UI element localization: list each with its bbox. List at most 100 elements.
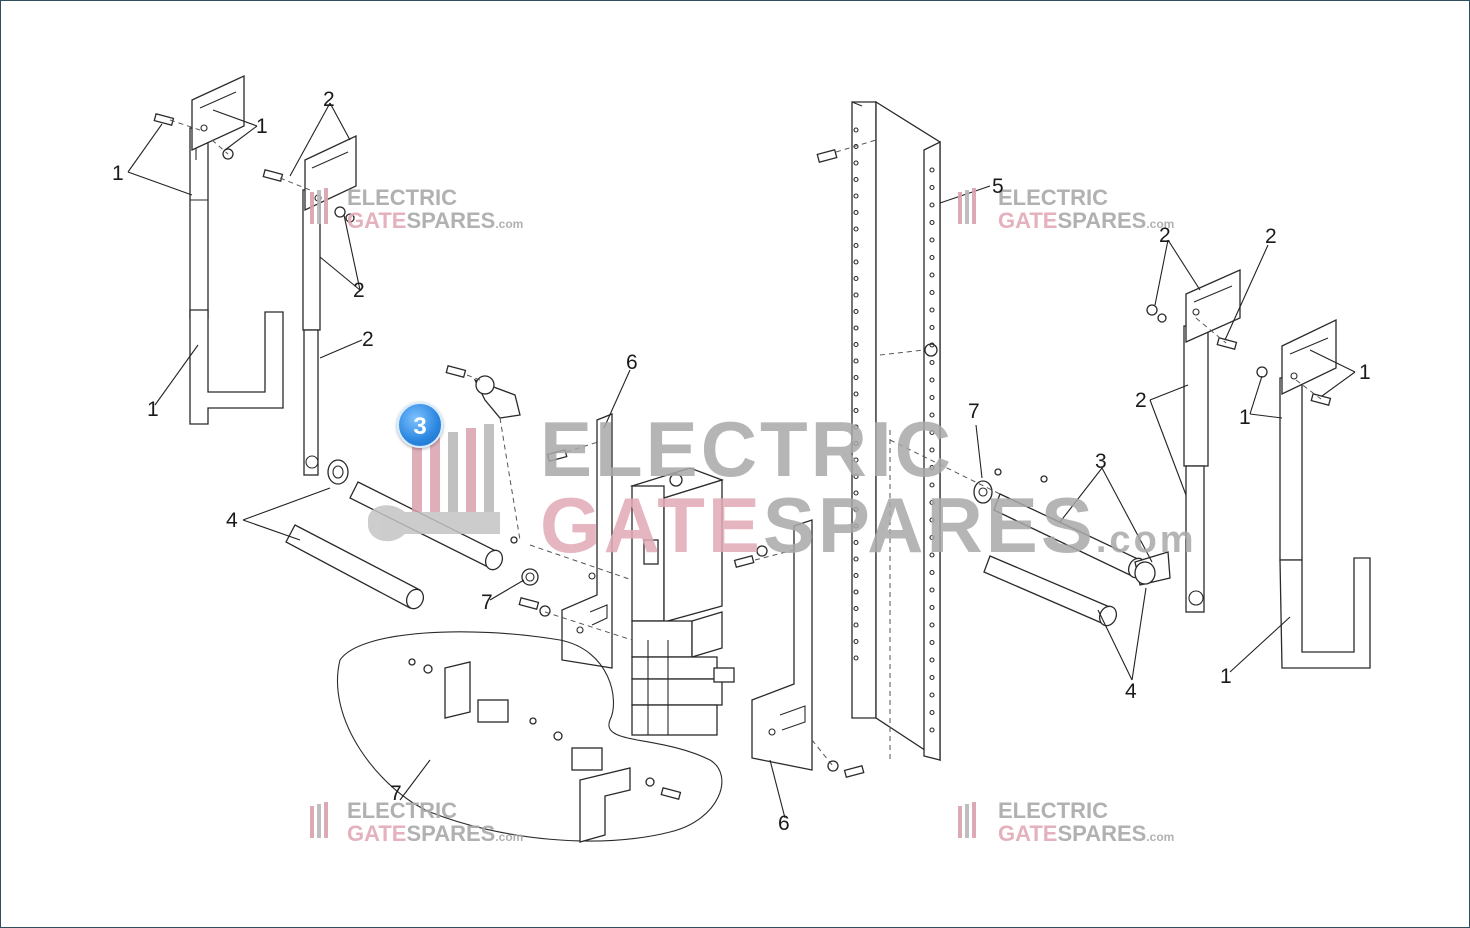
post-hole bbox=[853, 374, 859, 381]
post-hole bbox=[929, 569, 935, 576]
post-hole bbox=[929, 622, 935, 628]
svg-text:ELECTRIC: ELECTRIC bbox=[347, 185, 457, 210]
post-hole bbox=[929, 307, 935, 313]
post-hole bbox=[853, 259, 859, 265]
callout-label: 6 bbox=[626, 351, 638, 374]
post-hole bbox=[853, 391, 859, 397]
post-hole bbox=[853, 655, 859, 661]
post-hole bbox=[853, 242, 859, 249]
post-hole bbox=[929, 657, 935, 663]
callout-label: 1 bbox=[147, 398, 159, 421]
post-hole bbox=[929, 412, 935, 418]
right-inner-arm bbox=[1146, 268, 1241, 613]
left-outer-arm bbox=[189, 74, 284, 425]
watermark-small-top-left: ELECTRIC GATESPARES.com bbox=[310, 185, 523, 233]
callout-label: 6 bbox=[778, 812, 790, 835]
callout-label: 2 bbox=[1159, 224, 1171, 247]
right-outer-arm bbox=[1256, 318, 1371, 669]
post-hole bbox=[853, 127, 859, 133]
svg-text:GATESPARES.com: GATESPARES.com bbox=[347, 821, 523, 846]
callout-label: 4 bbox=[226, 509, 238, 532]
post-hole bbox=[929, 202, 935, 208]
post-holes bbox=[853, 127, 935, 733]
post-hole bbox=[853, 605, 859, 612]
post-hole bbox=[853, 176, 859, 183]
post-hole bbox=[929, 517, 935, 523]
post-hole bbox=[929, 359, 935, 366]
post-hole bbox=[929, 499, 935, 506]
post-hole bbox=[853, 622, 859, 628]
svg-text:GATESPARES.com: GATESPARES.com bbox=[347, 208, 523, 233]
step-number-badge[interactable]: 3 bbox=[397, 402, 443, 448]
post-hole bbox=[929, 377, 935, 383]
post-hole bbox=[853, 539, 859, 546]
left-inner-bolts bbox=[262, 168, 355, 223]
post-hole bbox=[853, 589, 859, 595]
post-hole bbox=[929, 692, 935, 698]
post-hole bbox=[929, 587, 935, 593]
post-hole bbox=[929, 429, 935, 436]
svg-text:GATESPARES.com: GATESPARES.com bbox=[998, 208, 1174, 233]
post-hole bbox=[929, 727, 935, 733]
post-hole bbox=[929, 167, 935, 173]
post-hole bbox=[929, 534, 935, 541]
post-hole bbox=[929, 219, 935, 226]
watermark-line1: ELECTRIC bbox=[540, 405, 954, 493]
callout-labels: 1 1 1 2 2 2 6 4 7 7 5 6 2 2 2 1 1 7 3 4 … bbox=[112, 88, 1371, 835]
post-hole bbox=[853, 638, 859, 645]
callout-label: 2 bbox=[1265, 225, 1277, 248]
post-hole bbox=[853, 473, 859, 480]
post-hole bbox=[929, 604, 935, 611]
post-hole bbox=[929, 464, 935, 471]
svg-text:ELECTRIC: ELECTRIC bbox=[998, 185, 1108, 210]
callout-label: 1 bbox=[1239, 406, 1251, 429]
post-hole bbox=[853, 160, 859, 166]
callout-label: 3 bbox=[1095, 450, 1107, 473]
central-motor-unit bbox=[629, 467, 735, 736]
post-hole bbox=[853, 341, 859, 348]
post-hole bbox=[853, 325, 859, 331]
post-hole bbox=[929, 272, 935, 278]
watermark-small-top-right: ELECTRIC GATESPARES.com bbox=[958, 185, 1174, 233]
svg-text:GATESPARES.com: GATESPARES.com bbox=[998, 821, 1174, 846]
callout-label: 2 bbox=[323, 88, 335, 111]
left-small-hardware bbox=[445, 364, 568, 617]
callout-label: 1 bbox=[112, 162, 124, 185]
post-hole bbox=[853, 424, 859, 430]
callout-label: 7 bbox=[481, 591, 493, 614]
post-hole bbox=[929, 447, 935, 453]
post-hole bbox=[929, 674, 935, 681]
post-hole bbox=[853, 440, 859, 447]
post-hole bbox=[929, 552, 935, 558]
post-hole bbox=[929, 709, 935, 716]
tall-post bbox=[851, 100, 941, 762]
callout-label: 2 bbox=[362, 328, 374, 351]
left-bracket bbox=[561, 413, 613, 669]
post-hole bbox=[853, 308, 859, 315]
post-hole bbox=[853, 407, 859, 414]
callout-label: 2 bbox=[353, 279, 365, 302]
post-hole bbox=[853, 193, 859, 199]
callout-label: 5 bbox=[992, 175, 1004, 198]
post-hole bbox=[853, 275, 859, 282]
post-hole bbox=[853, 226, 859, 232]
callout-label: 1 bbox=[256, 115, 268, 138]
post-hole bbox=[853, 457, 859, 463]
post-hole bbox=[853, 209, 859, 216]
watermark-line2: GATESPARES.com bbox=[540, 481, 1197, 569]
post-hole bbox=[853, 490, 859, 496]
watermark-small-bottom-left: ELECTRIC GATESPARES.com bbox=[310, 798, 523, 846]
post-hole bbox=[929, 324, 935, 331]
leader-lines bbox=[127, 102, 1356, 819]
post-hole bbox=[929, 394, 935, 401]
svg-text:ELECTRIC: ELECTRIC bbox=[998, 798, 1108, 823]
post-hole bbox=[853, 523, 859, 529]
left-outer-bolts bbox=[153, 112, 234, 160]
post-hole bbox=[853, 292, 859, 298]
callout-label: 1 bbox=[1220, 665, 1232, 688]
post-hole bbox=[929, 184, 935, 191]
post-hole bbox=[929, 289, 935, 296]
post-hole bbox=[929, 237, 935, 243]
limit-switch-subassembly bbox=[337, 631, 723, 843]
